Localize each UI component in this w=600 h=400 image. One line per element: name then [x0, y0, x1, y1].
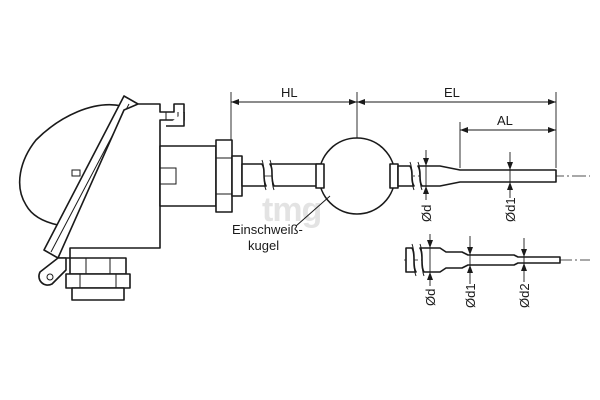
extension-tube: [241, 159, 321, 191]
tube-segment-left: [241, 163, 267, 187]
weld-ball-callout: Einschweiß- kugel: [232, 195, 331, 253]
d-main-arrow-bottom-icon: [423, 186, 429, 194]
d1-main-arrow-top-icon: [507, 162, 513, 170]
weld-ball: [315, 137, 399, 215]
hl-label: HL: [281, 85, 298, 100]
d1-main-arrow-bottom-icon: [507, 182, 513, 190]
el-arrow-right-icon: [548, 99, 556, 105]
cable-gland-base: [65, 273, 131, 289]
prot-break-line-1: [409, 161, 415, 191]
weld-ball-label-line2: kugel: [248, 238, 279, 253]
neck-thread-mark: [160, 167, 177, 185]
d2-detail-arrow-top-icon: [521, 249, 527, 257]
watermark-text: tmg: [262, 191, 321, 229]
dimension-hl: HL: [230, 85, 358, 140]
tube-segment-right: [269, 163, 321, 187]
weld-ball-collar-left: [315, 163, 325, 189]
mounting-lug-hole: [46, 273, 54, 281]
break-line-2: [269, 159, 275, 191]
weld-ball-label-line1: Einschweiß-: [232, 222, 303, 237]
d1-detail-label: Ød1: [463, 283, 478, 308]
cable-gland-nut: [69, 257, 127, 275]
el-label: EL: [444, 85, 460, 100]
nut-facets: [216, 157, 232, 195]
lid-screw: [71, 169, 81, 177]
hl-arrow-right-icon: [349, 99, 357, 105]
d1-detail-arrow-bottom-icon: [467, 265, 473, 273]
weld-ball-collar-right: [389, 163, 399, 189]
d-main-arrow-top-icon: [423, 158, 429, 166]
al-label: AL: [497, 113, 513, 128]
al-arrow-right-icon: [548, 127, 556, 133]
dimension-al: AL: [459, 113, 556, 168]
detail-break-line-1: [411, 243, 417, 277]
detail-view: Ød Ød1 Ød2: [404, 234, 590, 308]
cable-gland-cap: [71, 287, 125, 301]
watermark-logo: tmg: [262, 158, 370, 229]
d2-detail-arrow-bottom-icon: [521, 263, 527, 271]
weld-ball-sphere: [318, 137, 396, 215]
detail-break-line-2: [419, 243, 425, 277]
head-lid: [18, 104, 123, 226]
neck-collar: [231, 155, 243, 197]
d-detail-label: Ød: [423, 289, 438, 306]
mounting-lug: [38, 257, 67, 286]
hl-arrow-left-icon: [231, 99, 239, 105]
neck-hex-nut: [215, 139, 233, 213]
el-arrow-left-icon: [357, 99, 365, 105]
diameter-d1-main: Ød1: [503, 152, 518, 222]
connection-head: [18, 95, 243, 301]
diameter-d-main: Ød: [419, 150, 434, 222]
housing-boss: [166, 112, 185, 127]
cable-gland-facets: [79, 258, 117, 288]
dimension-el: EL: [357, 85, 557, 168]
housing-neck: [159, 145, 217, 207]
prot-tube-segment-right: [417, 165, 557, 187]
detail-stepped-tip: [419, 247, 561, 273]
break-line-1: [261, 159, 267, 191]
d-detail-arrow-bottom-icon: [427, 272, 433, 280]
prot-break-line-2: [417, 161, 423, 191]
al-arrow-left-icon: [460, 127, 468, 133]
d-main-label: Ød: [419, 205, 434, 222]
d-detail-arrow-top-icon: [427, 240, 433, 248]
d2-detail-label: Ød2: [517, 283, 532, 308]
d1-detail-arrow-top-icon: [467, 247, 473, 255]
weld-ball-leader-line: [295, 195, 331, 227]
d1-main-label: Ød1: [503, 197, 518, 222]
protection-tube: [397, 161, 557, 191]
